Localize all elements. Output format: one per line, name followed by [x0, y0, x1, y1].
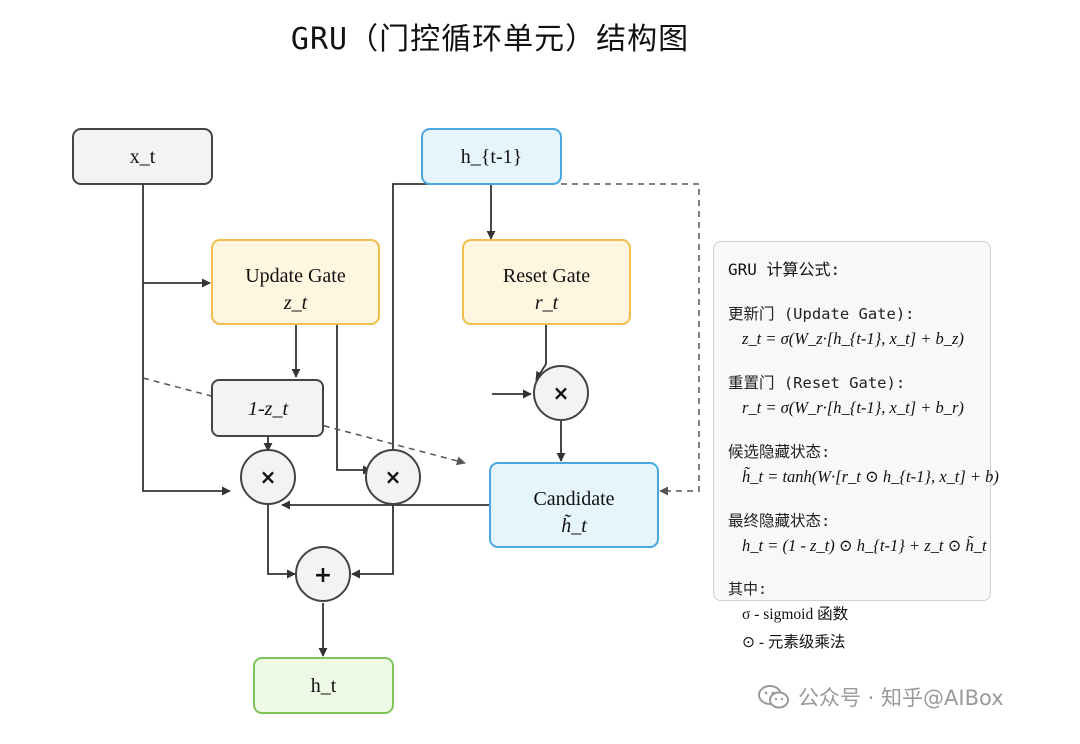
watermark: 公众号 · 知乎@AIBox — [758, 682, 1004, 712]
candidate-symbol: h̃_t — [561, 513, 587, 537]
add-op-symbol: + — [314, 563, 332, 588]
edge-mult2-to-add — [351, 503, 394, 579]
multiply-op-1: × — [240, 449, 296, 505]
one-minus-z-label: 1-z_t — [248, 398, 288, 420]
multiply-op-3-symbol: × — [553, 381, 570, 405]
wechat-icon — [758, 685, 789, 709]
final-state-equation: h_t = (1 - z_t) ⊙ h_{t-1} + z_t ⊙ h̃_t — [742, 536, 987, 555]
reset-gate-label: Reset Gate — [503, 265, 590, 287]
multiply-op-3: × — [533, 365, 589, 421]
reset-gate-formula-label: 重置门 (Reset Gate): — [728, 374, 906, 392]
edge-reset-to-mult3 — [535, 325, 547, 381]
multiply-op-1-symbol: × — [260, 465, 277, 489]
update-gate-formula-label: 更新门 (Update Gate): — [728, 305, 915, 323]
watermark-text: 公众号 · 知乎@AIBox — [798, 686, 1004, 710]
node-reset-gate: Reset Gate r_t — [462, 239, 631, 325]
node-one-minus-z: 1-z_t — [211, 379, 324, 437]
candidate-equation: h̃_t = tanh(W·[r_t ⊙ h_{t-1}, x_t] + b) — [742, 467, 999, 486]
multiply-op-2: × — [365, 449, 421, 505]
node-h-prev-label: h_{t-1} — [461, 146, 522, 168]
diagram-title: GRU（门控循环单元）结构图 — [290, 22, 690, 57]
edge-mult1-to-add — [267, 503, 296, 579]
node-h-prev: h_{t-1} — [421, 128, 562, 185]
edge-hprev-to-candidate-dashed — [561, 183, 700, 496]
add-op: + — [295, 546, 351, 602]
formula-panel: GRU 计算公式: 更新门 (Update Gate): z_t = σ(W_z… — [713, 241, 999, 601]
reset-gate-symbol: r_t — [535, 292, 559, 314]
dashed-connections — [142, 183, 700, 496]
node-h-t-label: h_t — [311, 675, 337, 697]
legend-elementwise: ⊙ - 元素级乘法 — [742, 634, 846, 651]
node-candidate: Candidate h̃_t — [489, 462, 659, 548]
edge-update-to-mult2 — [336, 325, 372, 475]
edge-xt-to-mult1 — [142, 185, 231, 496]
final-state-formula-label: 最终隐藏状态: — [728, 512, 831, 530]
edge-hprev-to-mult2 — [388, 183, 491, 480]
multiply-op-2-symbol: × — [385, 465, 402, 489]
update-gate-equation: z_t = σ(W_z·[h_{t-1}, x_t] + b_z) — [742, 329, 964, 348]
legend-sigmoid: σ - sigmoid 函数 — [742, 606, 849, 623]
formula-heading: GRU 计算公式: — [728, 260, 841, 279]
candidate-label: Candidate — [533, 488, 614, 510]
where-label: 其中: — [728, 580, 768, 598]
node-x-t: x_t — [72, 128, 213, 185]
node-update-gate: Update Gate z_t — [211, 239, 380, 325]
node-x-t-label: x_t — [130, 146, 156, 168]
update-gate-symbol: z_t — [283, 292, 308, 314]
node-h-t: h_t — [253, 657, 394, 714]
candidate-formula-label: 候选隐藏状态: — [728, 443, 831, 461]
reset-gate-equation: r_t = σ(W_r·[h_{t-1}, x_t] + b_r) — [742, 398, 964, 417]
update-gate-label: Update Gate — [245, 265, 346, 287]
